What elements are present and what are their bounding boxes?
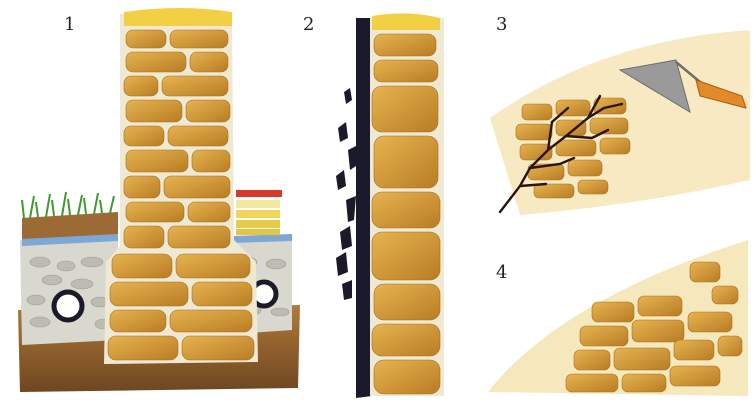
paving-slab-4 [236,229,280,235]
debris-fragments [336,88,356,300]
panel-3-illustration [490,30,750,215]
panel-1-illustration [18,8,300,392]
wall-coping [124,8,232,26]
paving-slab-2 [236,210,280,218]
wall-coping-side [372,13,440,30]
paving-slab-1 [236,200,280,208]
paving-slab-red [236,190,282,197]
panel-4-illustration [488,240,748,396]
damp-gap [356,18,372,398]
panel-2-illustration [336,13,444,398]
drain-pipe-left [54,292,82,320]
paving-slab-3 [236,220,280,228]
side-stones [372,34,440,394]
